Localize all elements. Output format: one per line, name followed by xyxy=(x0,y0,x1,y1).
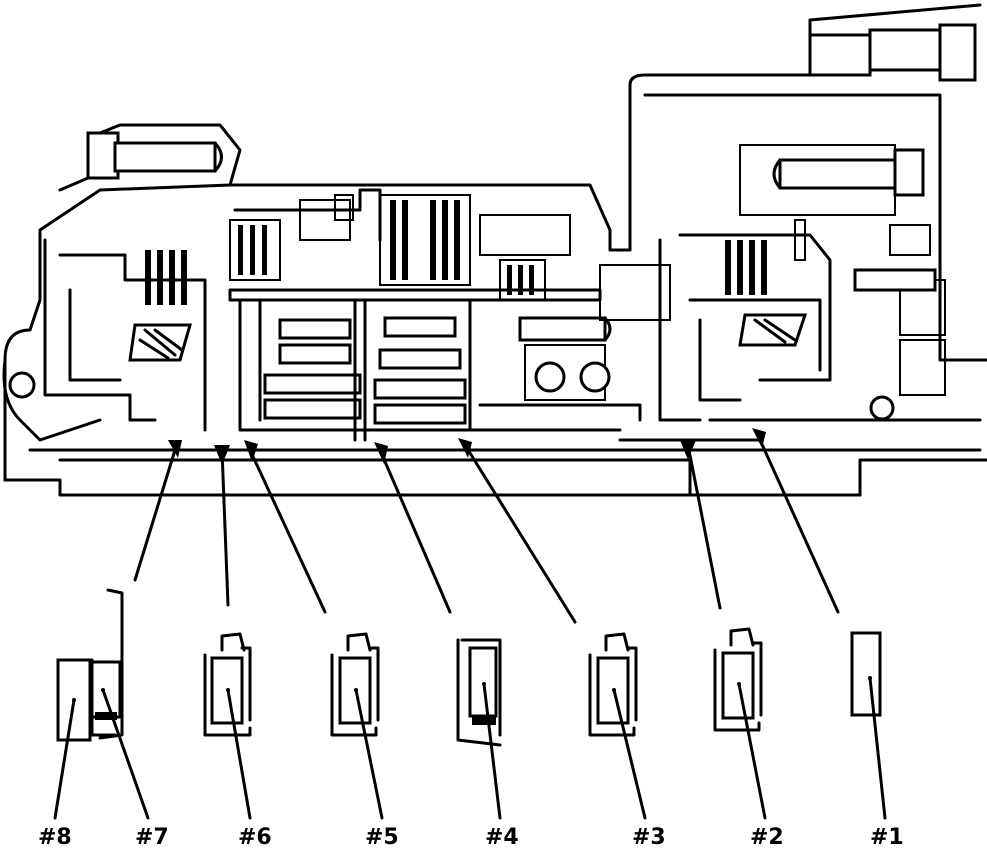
center-clutch-plates-left xyxy=(238,225,267,275)
label-5: #5 xyxy=(365,825,399,850)
label-3: #3 xyxy=(632,825,666,850)
label-7: #7 xyxy=(135,825,169,850)
housing-cross-section xyxy=(2,3,987,497)
part-labels: #8 #7 #6 #5 #4 #3 #2 #1 xyxy=(38,825,904,850)
pointer-lines xyxy=(133,428,840,624)
label-2: #2 xyxy=(750,825,784,850)
center-clutch-plates-right xyxy=(390,200,460,280)
label-8: #8 xyxy=(38,825,72,850)
label-1: #1 xyxy=(870,825,904,850)
seal-1 xyxy=(850,631,882,717)
right-clutch-plates xyxy=(725,240,767,295)
label-4: #4 xyxy=(485,825,519,850)
left-clutch-plates xyxy=(145,250,187,305)
seal-2 xyxy=(713,627,763,732)
seal-5 xyxy=(330,632,380,737)
seal-4 xyxy=(456,638,502,747)
seal-7 xyxy=(90,588,124,740)
label-leaders xyxy=(53,676,887,820)
seal-3 xyxy=(588,632,638,737)
label-6: #6 xyxy=(238,825,272,850)
seal-6 xyxy=(203,632,252,737)
